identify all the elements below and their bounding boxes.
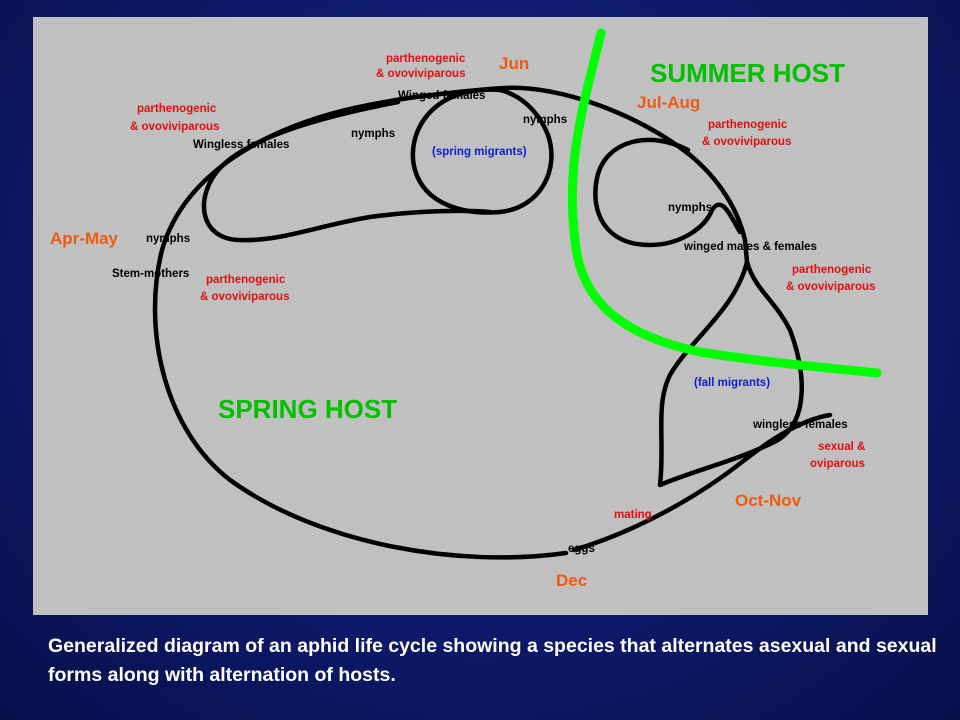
repro-apr-may-line1: parthenogenic — [206, 274, 286, 286]
host-divider-line — [567, 28, 882, 378]
repro-fall-line2: & ovoviviparous — [786, 281, 875, 293]
stage-nymphs-top: nymphs — [523, 114, 567, 126]
stage-nymphs-right: nymphs — [668, 202, 712, 214]
stage-nymphs-upper-left: nymphs — [351, 128, 395, 140]
month-jul-aug: Jul-Aug — [637, 93, 700, 112]
spring-migrants-label: (spring migrants) — [432, 146, 527, 158]
fall-migrants-label: (fall migrants) — [694, 377, 770, 389]
aphid-life-cycle-diagram: SUMMER HOST SPRING HOST Jun Jul-Aug Apr-… — [50, 28, 882, 590]
repro-fall-line1: parthenogenic — [792, 264, 872, 276]
stage-stem-mothers: Stem-mothers — [112, 268, 189, 280]
month-dec: Dec — [556, 571, 587, 590]
repro-upper-left-line2: & ovoviviparous — [130, 121, 219, 133]
stage-mating: mating — [614, 509, 652, 521]
stage-winged-females: Winged females — [398, 90, 485, 102]
stage-nymphs-left: nymphs — [146, 233, 190, 245]
main-cycle-line — [152, 85, 833, 560]
repro-jul-aug-line2: & ovoviviparous — [702, 136, 791, 148]
month-apr-may: Apr-May — [50, 229, 119, 248]
fall-migrants-loop — [657, 259, 804, 488]
summer-generation-loop — [593, 137, 743, 248]
repro-jun-line1: parthenogenic — [386, 53, 466, 65]
stage-winged-males-females: winged males & females — [683, 241, 817, 253]
repro-jun-line2: & ovoviviparous — [376, 68, 465, 80]
repro-upper-left-line1: parthenogenic — [137, 103, 217, 115]
month-oct-nov: Oct-Nov — [735, 491, 802, 510]
repro-sexual-line1: sexual & — [818, 441, 865, 453]
summer-host-label: SUMMER HOST — [650, 58, 845, 88]
spring-generation-loop — [201, 99, 493, 243]
stage-wingless-females-spring: Wingless females — [193, 139, 289, 151]
diagram-caption: Generalized diagram of an aphid life cyc… — [48, 635, 937, 686]
spring-host-label: SPRING HOST — [218, 394, 397, 424]
spring-migrants-loop — [410, 87, 554, 215]
month-jun: Jun — [499, 54, 529, 73]
repro-jul-aug-line1: parthenogenic — [708, 119, 788, 131]
diagram-panel — [33, 17, 928, 615]
stage-wingless-females-fall: wingless females — [752, 419, 848, 431]
repro-apr-may-line2: & ovoviviparous — [200, 291, 289, 303]
stage-eggs: eggs — [568, 543, 595, 555]
repro-sexual-line2: oviparous — [810, 458, 865, 470]
